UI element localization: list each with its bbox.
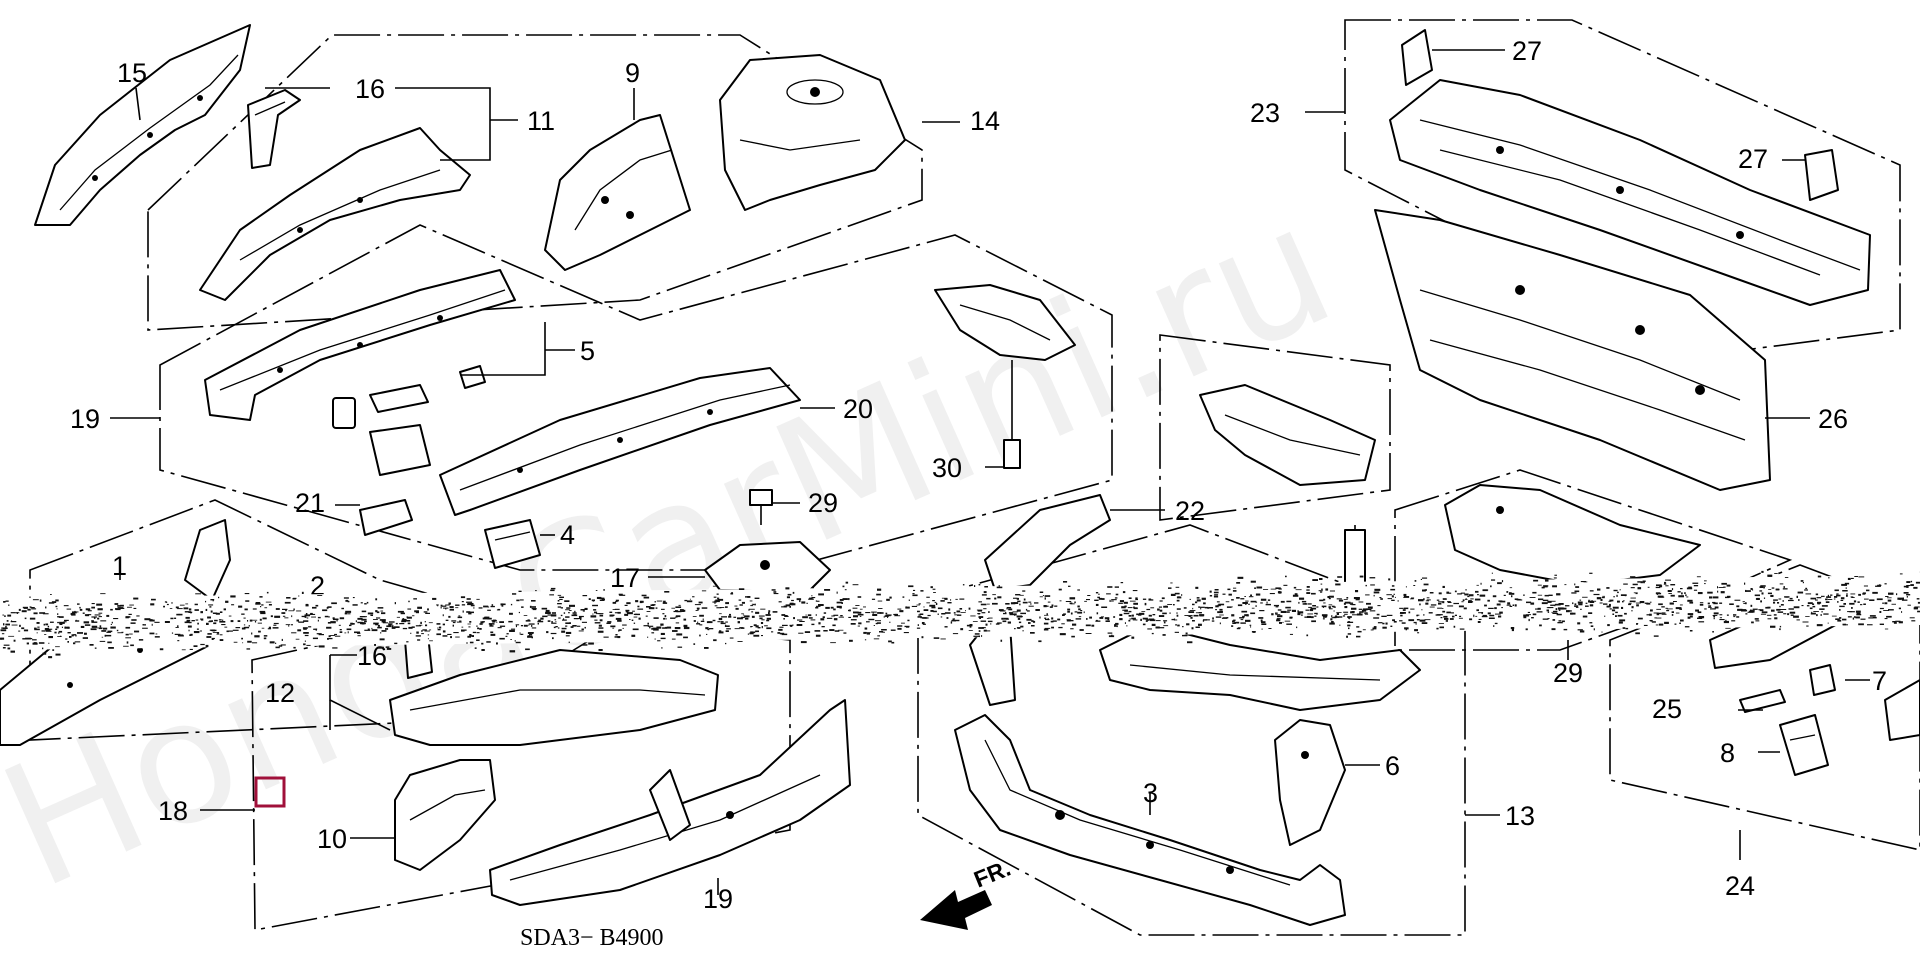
callout-27-upper: 27	[1512, 36, 1542, 66]
part-22-illustration	[360, 500, 412, 535]
callout-6: 6	[1385, 751, 1400, 781]
callout-21: 20	[843, 394, 873, 424]
callout-17: 17	[610, 563, 640, 593]
callout-20: 19	[70, 404, 100, 434]
part-27-upper-illustration	[1402, 30, 1432, 85]
part-10-illustration	[395, 760, 495, 870]
part-9-illustration	[545, 115, 690, 270]
front-arrow-icon	[920, 890, 992, 930]
callout-25: 25	[1652, 694, 1682, 724]
callout-29-lower: 29	[1553, 658, 1583, 688]
callout-1: 1	[112, 551, 127, 581]
part-5-clips-illustration	[333, 366, 485, 475]
part-8-illustration	[1780, 715, 1828, 775]
callout-18: 18	[158, 796, 188, 826]
front-label: FR.	[970, 855, 1014, 893]
callout-14: 14	[970, 106, 1000, 136]
callout-15: 15	[117, 58, 147, 88]
callout-22: 21	[295, 488, 325, 518]
callout-5: 5	[580, 336, 595, 366]
callout-26: 23	[1250, 98, 1280, 128]
callout-8: 8	[1720, 738, 1735, 768]
callout-29-upper: 29	[808, 488, 838, 518]
part-upper-right-illustration	[1445, 485, 1700, 585]
callout-19: 19	[703, 884, 733, 914]
callout-16-lower: 16	[357, 641, 387, 671]
part-6-illustration	[1275, 720, 1345, 845]
part-14-illustration	[720, 55, 905, 210]
callout-24: 22	[1175, 496, 1205, 526]
part-5-illustration	[205, 270, 515, 420]
part-11-illustration	[200, 128, 470, 300]
callout-30: 30	[932, 453, 962, 483]
callout-11: 11	[527, 106, 555, 136]
callout-3: 3	[1143, 778, 1158, 808]
callout-10: 10	[317, 824, 347, 854]
scan-noise-band	[0, 571, 1920, 658]
part-15-illustration	[35, 25, 250, 225]
callout-13: 13	[1505, 801, 1535, 831]
callout-23: 24	[1725, 871, 1755, 901]
front-direction-indicator: FR.	[920, 855, 1014, 930]
callout-16-upper: 16	[355, 74, 385, 104]
part-25-illustration	[1740, 690, 1785, 712]
callout-9: 9	[625, 58, 640, 88]
callout-12: 12	[265, 678, 295, 708]
callout-27-lower: 27	[1738, 144, 1768, 174]
part-27-lower-illustration	[1805, 150, 1838, 200]
diagram-code: SDA3− B4900	[520, 925, 664, 951]
part-16-upper-illustration	[248, 90, 300, 168]
part-right-bracket-illustration	[1200, 385, 1375, 585]
callout-7: 7	[1872, 666, 1887, 696]
callout-4: 4	[560, 520, 575, 550]
callout-28: 26	[1818, 404, 1848, 434]
